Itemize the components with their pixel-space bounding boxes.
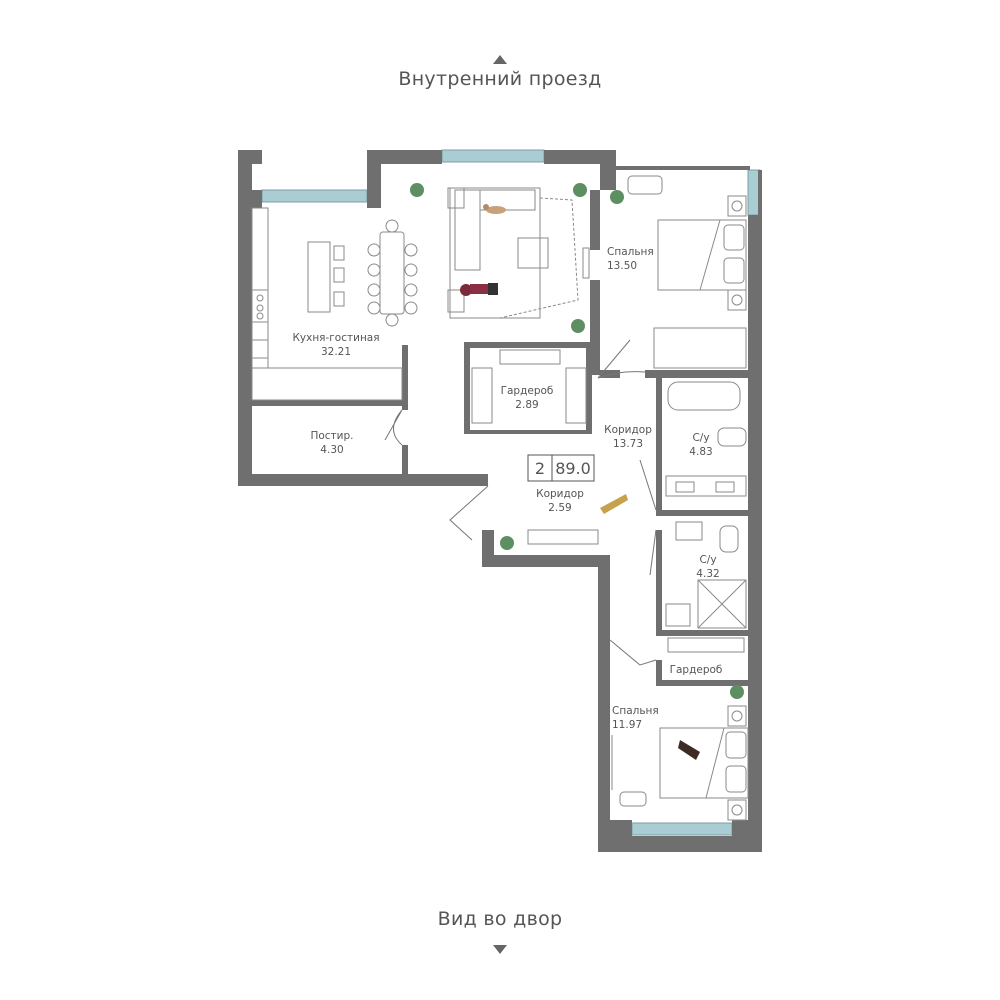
nightstand3 (727, 705, 747, 727)
tv-stand (582, 247, 590, 279)
bedroom1-area: 13.50 (607, 260, 637, 272)
bath1-label: С/у (692, 432, 709, 444)
windows (261, 149, 761, 836)
doors (384, 339, 657, 666)
bed1 (657, 219, 747, 291)
top-orientation-label: Внутренний проезд (398, 68, 602, 90)
bedroom1-door (597, 339, 646, 379)
wardrobe2-label: Гардероб (670, 664, 723, 676)
bath1-fixtures (665, 381, 747, 497)
entrance-door (449, 485, 489, 541)
toilet2 (719, 525, 739, 553)
bedroom2-furniture (611, 705, 749, 821)
corridor2-label: Коридор (536, 488, 584, 500)
dog-icon (483, 204, 506, 214)
kitchen-sink (251, 339, 269, 359)
desk-chair1 (627, 175, 663, 195)
inner-walls (238, 190, 756, 686)
storage-cabinet (251, 367, 403, 401)
kitchen-window (261, 189, 368, 203)
bath2-fixtures (665, 521, 747, 629)
storage-area: 4.30 (320, 444, 343, 456)
storage-label: Постир. (310, 430, 353, 442)
teddy-icon (600, 494, 628, 514)
nightstand1 (727, 195, 747, 217)
bedroom1-label: Спальня (607, 246, 654, 258)
bedroom2-label: Спальня (612, 705, 659, 717)
person-icon (460, 283, 498, 296)
bedroom1-wardrobe (653, 327, 747, 369)
bath1-door (639, 459, 657, 511)
wardrobe1-rails (471, 349, 587, 424)
coffee-table (517, 237, 549, 269)
living-window (441, 149, 545, 163)
living-rug (449, 187, 541, 319)
bottom-orientation-label: Вид во двор (437, 908, 563, 930)
sofa (454, 189, 481, 271)
kitchen-island (307, 241, 331, 313)
rooms-count: 2 (535, 459, 545, 478)
kitchen-furniture (251, 207, 418, 401)
storage-door (384, 409, 403, 446)
rug-edge (499, 197, 579, 319)
south-arrow-icon (493, 945, 507, 954)
corridor1-area: 13.73 (613, 438, 643, 450)
toilet1 (717, 427, 747, 447)
living-furniture (447, 187, 590, 319)
plant-icons (410, 183, 744, 699)
wardrobe1-area: 2.89 (515, 399, 538, 411)
bath2-area: 4.32 (696, 568, 719, 580)
kitchen-counter (251, 207, 269, 369)
shower (697, 579, 747, 629)
bathtub (667, 381, 741, 411)
bath2-label: С/у (699, 554, 716, 566)
nightstand2 (727, 289, 747, 311)
wardrobe1-label: Гардероб (501, 385, 554, 397)
kitchen-area: 32.21 (321, 346, 351, 358)
total-area: 89.0 (555, 459, 591, 478)
desk-chair2 (619, 791, 647, 807)
kitchen-label: Кухня-гостиная (292, 332, 379, 344)
bedroom1-furniture (614, 175, 747, 369)
bedroom2-window (631, 822, 733, 836)
cooktop (251, 289, 269, 323)
area-badge: 2 89.0 (527, 454, 595, 482)
bath1-area: 4.83 (689, 446, 712, 458)
corridor2-area: 2.59 (548, 502, 571, 514)
bed2 (659, 727, 749, 799)
cat-icon (678, 740, 700, 760)
bath2-door (649, 529, 657, 576)
double-sink (665, 475, 747, 497)
dining-table (379, 231, 405, 315)
north-arrow-icon (493, 55, 507, 64)
nightstand4 (727, 799, 747, 821)
corridor-closet (527, 529, 599, 545)
sink2 (675, 521, 703, 541)
corridor1-label: Коридор (604, 424, 652, 436)
wardrobe2-rails (527, 529, 745, 653)
room-labels: Кухня-гостиная 32.21 Спальня 13.50 Гарде… (292, 246, 722, 731)
bedroom2-area: 11.97 (612, 719, 642, 731)
bedroom2-door (609, 639, 657, 666)
